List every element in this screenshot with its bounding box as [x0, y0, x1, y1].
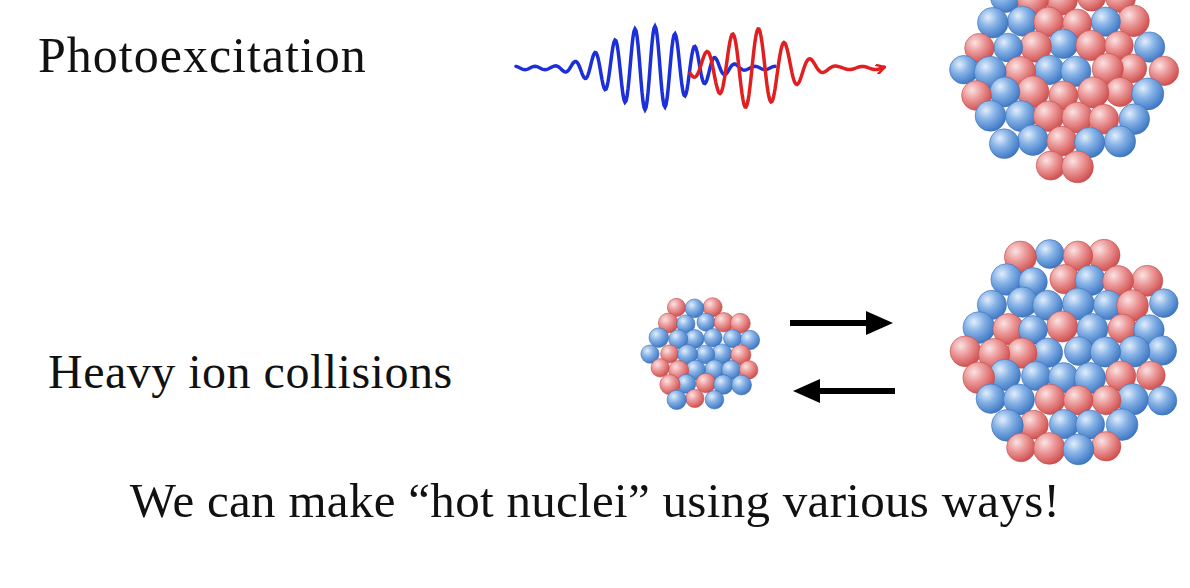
- proton: [1137, 361, 1166, 390]
- neutron: [975, 100, 1006, 131]
- neutron: [1104, 126, 1135, 157]
- proton: [1106, 77, 1135, 106]
- proton: [651, 359, 669, 377]
- neutron: [1150, 289, 1179, 318]
- neutron: [667, 390, 686, 409]
- label: Photoexcitation: [38, 26, 367, 84]
- label: Heavy ion collisions: [48, 344, 453, 399]
- nucleus: [950, 239, 1178, 465]
- nucleus: [641, 298, 760, 410]
- neutron: [1063, 434, 1094, 465]
- proton: [1062, 151, 1094, 183]
- proton: [696, 373, 716, 393]
- neutron: [976, 384, 1005, 413]
- neutron: [732, 375, 752, 395]
- proton: [1034, 433, 1066, 465]
- proton: [686, 389, 704, 407]
- arrowhead: [866, 311, 893, 335]
- neutron: [1018, 125, 1049, 156]
- neutron: [1035, 240, 1064, 269]
- proton: [1007, 433, 1036, 462]
- proton: [1092, 432, 1121, 461]
- neutron: [1064, 337, 1093, 366]
- proton: [1047, 311, 1078, 342]
- neutron: [950, 55, 979, 84]
- neutron: [649, 328, 669, 348]
- nucleus: [950, 0, 1179, 183]
- neutron: [989, 129, 1019, 159]
- photon-wave: [516, 26, 884, 109]
- neutron: [1148, 386, 1177, 415]
- neutron: [1049, 29, 1078, 58]
- forward-arrow: [790, 320, 872, 326]
- neutron: [705, 390, 724, 409]
- arrowhead: [793, 379, 820, 403]
- caption: We can make “hot nuclei” using various w…: [0, 472, 1190, 529]
- reaction-arrows: [790, 311, 895, 403]
- proton: [1036, 151, 1065, 180]
- wave-line: [690, 29, 884, 107]
- backward-arrow: [816, 388, 895, 394]
- neutron: [1147, 336, 1176, 365]
